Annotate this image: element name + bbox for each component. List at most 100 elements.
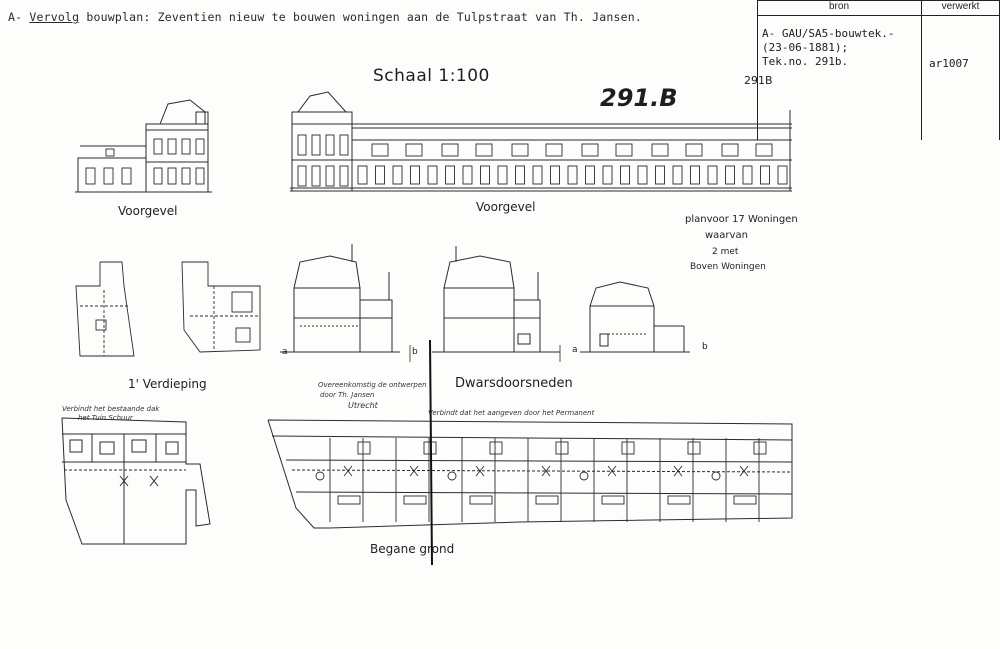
left-facade-elevation [75,99,212,193]
ground-floor-window [690,165,700,185]
dormer-window [405,143,423,157]
section-marker-b-1: b [412,347,418,357]
pump-symbol [447,471,457,481]
dormer-window [651,143,669,157]
table-border-middle [921,0,922,140]
cross-section-1 [280,244,400,353]
ground-floor-window [480,165,490,185]
box-bed [733,495,757,505]
dormer-window [371,143,389,157]
heading-rest: bouwplan: Zeventien nieuw te bouwen woni… [79,10,643,24]
box-bed [601,495,625,505]
ground-floor-plan [267,419,793,529]
ground-floor-window [760,165,770,185]
pump-symbol [579,471,589,481]
plan-description-line-4: Boven Woningen [690,262,766,272]
corner-number: 291B [744,74,773,87]
table-header-verwerkt: verwerkt [941,1,980,12]
ground-floor-window [357,165,368,185]
dormer-window [615,143,633,157]
signature-line-3: Utrecht [348,401,378,410]
pump-symbol [711,471,721,481]
stair-mark [673,465,683,477]
ground-floor-window [445,165,455,185]
plan-fragment-a [75,261,135,357]
ground-floor-window [777,165,788,185]
ground-floor-window [567,165,578,185]
scale-label: Schaal 1:100 [373,66,490,86]
cross-section-3 [580,281,690,353]
bron-line-3: Tek.no. 291b. [762,55,849,68]
section-marker-b-2: b [702,342,708,352]
ground-floor-window [602,165,613,185]
signature-line-1: Overeenkomstig de ontwerpen [318,381,427,389]
box-bed [403,495,427,505]
ground-floor-window [655,165,665,185]
document-heading: A- Vervolg bouwplan: Zeventien nieuw te … [8,10,642,24]
bron-line-2: (23-06-1881); [762,41,849,54]
note-ground-floor: Verbindt dat het aangeven door het Perma… [428,409,595,417]
table-border-left [757,0,758,140]
section-marker-a-2: a [572,345,578,355]
ground-floor-window [515,165,525,185]
dormer-window [755,143,773,157]
stair-mark [409,465,419,477]
ground-floor-window [497,165,508,185]
stair-mark [475,465,485,477]
box-bed [337,495,361,505]
fireplace [621,441,635,455]
section-marker-a-1: a [282,347,288,357]
first-floor-plan [61,417,211,545]
stair-mark [541,465,551,477]
ground-floor-window [375,165,385,185]
ground-floor-window [585,165,595,185]
table-border-top [757,0,1000,1]
dormer-window [581,143,599,157]
note-first-floor-2: het Tuin Schuur [78,414,133,422]
stair-mark [343,465,353,477]
fireplace [555,441,569,455]
ground-floor-window [725,165,735,185]
stair-mark [607,465,617,477]
box-bed [667,495,691,505]
fireplace [489,441,503,455]
fireplace [753,441,767,455]
ground-floor-window [392,165,403,185]
ground-floor-window [620,165,630,185]
dormer-window [545,143,563,157]
fireplace [687,441,701,455]
signature-line-2: door Th. Jansen [320,391,375,399]
note-first-floor-1: Verbindt het bestaande dak [62,405,160,413]
verwerkt-value: ar1007 [929,57,969,70]
cross-section-2 [432,246,560,353]
ground-floor-window [637,165,648,185]
fireplace [357,441,371,455]
main-facade-elevation [290,91,792,192]
box-bed [535,495,559,505]
plan-description-line-2: waarvan [705,230,748,241]
sheet-number: 291.B [600,84,678,112]
ground-floor-window [742,165,753,185]
dormer-window [441,143,459,157]
dormer-window [685,143,703,157]
dormer-window [511,143,529,157]
plan-fragment-b [181,261,261,353]
ground-floor-window [462,165,473,185]
box-bed [469,495,493,505]
dormer-window [475,143,493,157]
plan-description-line-3: 2 met [712,247,739,257]
metadata-table: bron verwerkt A- GAU/SA5-bouwtek.- (23-0… [757,0,1000,140]
ground-floor-window [672,165,683,185]
label-ground-floor: Begane grond [370,542,455,556]
dormer-window [721,143,739,157]
stair-mark [739,465,749,477]
ground-floor-window [427,165,438,185]
label-voorgevel-left: Voorgevel [118,204,178,218]
bron-line-1: A- GAU/SA5-bouwtek.- [762,27,895,40]
ground-floor-window [410,165,420,185]
heading-underlined: Vervolg [29,10,80,24]
pump-symbol [315,471,325,481]
table-header-bron: bron [828,1,849,12]
ground-floor-window [550,165,560,185]
